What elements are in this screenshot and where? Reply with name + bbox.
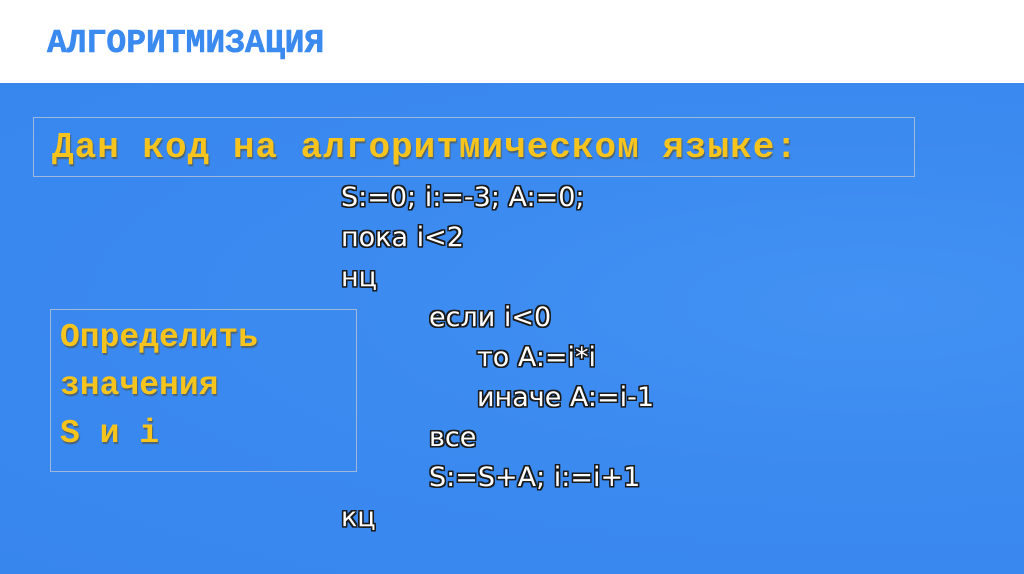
code-line: пока i<2 [341,222,464,253]
code-line: S:=0; i:=-3; A:=0; [341,182,585,213]
code-line: все [429,422,477,453]
slide-header: АЛГОРИТМИЗАЦИЯ [0,0,1024,83]
code-line: иначе A:=i-1 [477,382,655,413]
task-header-box: Дан код на алгоритмическом языке: [33,117,915,177]
slide-title: АЛГОРИТМИЗАЦИЯ [47,25,325,63]
goal-line-2: значения [60,367,219,404]
goal-line-3: S и i [60,415,160,452]
goal-box: Определить значения S и i [50,309,357,472]
code-line: то A:=i*i [477,342,597,373]
goal-line-1: Определить [60,319,259,356]
code-line: кц [341,502,376,533]
code-line: S:=S+A; i:=i+1 [429,462,641,493]
code-line: нц [341,262,378,293]
code-line: если i<0 [429,302,552,333]
slide-content-panel: Дан код на алгоритмическом языке: Опреде… [0,83,1024,574]
task-header-text: Дан код на алгоритмическом языке: [52,127,798,168]
